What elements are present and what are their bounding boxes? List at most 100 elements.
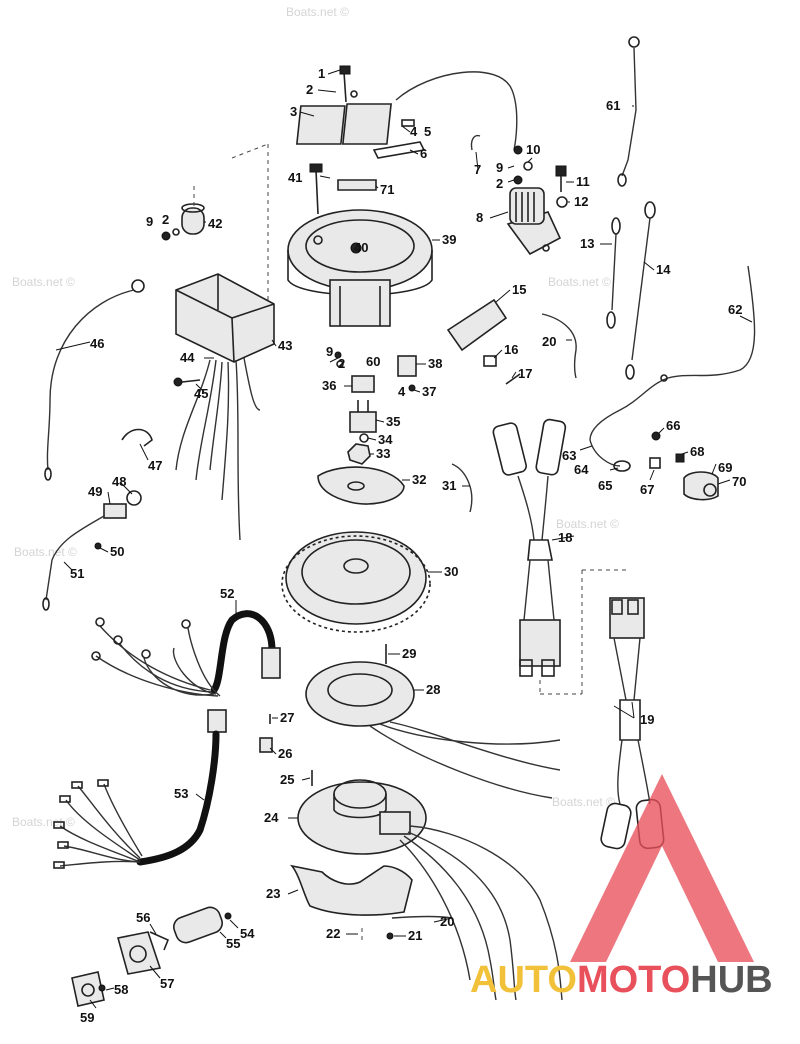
part-terminal-block [295,65,415,145]
callout-label: 28 [426,682,440,697]
callout-label: 51 [70,566,84,581]
callout-label: 39 [442,232,456,247]
callout-label: 25 [280,772,294,787]
parts [42,36,756,1007]
part-harness-19 [600,597,665,850]
part-bracket-23 [290,864,413,916]
part-terminal-strip [446,298,508,352]
part-harness-53 [53,730,220,869]
callout-label: 32 [412,472,426,487]
callout-label: 20 [440,914,454,929]
callout-label: 29 [402,646,416,661]
part-bolt-11 [555,165,567,177]
part-ground-wire-46 [44,279,145,481]
part-armature-plate [287,209,433,327]
callout-label: 7 [474,162,481,177]
part-block-38 [397,355,417,377]
callout-label: 5 [424,124,431,139]
callout-label: 70 [732,474,746,489]
callout-label: 12 [574,194,588,209]
callout-label: 64 [574,462,589,477]
part-cable-14 [625,201,656,380]
callout-label: 55 [226,936,240,951]
part-spacer-71 [337,179,377,191]
callout-label: 54 [240,926,255,941]
brand-logo: AUTOMOTOHUB [470,774,773,1001]
part-harness-52 [91,610,281,733]
part-rectifier [349,411,377,433]
callout-label: 30 [444,564,458,579]
callout-label: 4 [398,384,406,399]
callout-label: 9 [146,214,153,229]
callout-label: 40 [354,240,368,255]
callout-label: 47 [148,458,162,473]
callout-label: 61 [606,98,620,113]
watermarks: Boats.net © Boats.net © Boats.net © Boat… [12,5,619,829]
callout-label: 24 [264,810,279,825]
part-connector-48 [42,490,142,611]
callout-label: 49 [88,484,102,499]
callout-label: 2 [496,176,503,191]
callout-label: 15 [512,282,526,297]
callout-label: 45 [194,386,208,401]
part-bolt-41 [309,163,323,215]
watermark-text: Boats.net © [552,795,615,809]
callout-labels: 1 2 3 4 5 6 7 8 9 10 11 12 13 14 15 16 1… [70,66,746,1025]
callout-label: 11 [576,174,590,189]
callout-label: 41 [288,170,302,185]
part-wire-20 [541,313,577,379]
callout-label: 2 [338,356,345,371]
part-timer-base-24 [297,779,563,1001]
part-cable-61 [617,36,640,187]
part-washer-12 [556,196,568,208]
callout-label: 60 [366,354,380,369]
callout-label: 35 [386,414,400,429]
callout-label: 50 [110,544,124,559]
callout-label: 38 [428,356,442,371]
callout-label: 37 [422,384,436,399]
callout-label: 10 [526,142,540,157]
watermark-text: Boats.net © [14,545,77,559]
part-key-switch-group [589,431,719,501]
callout-label: 68 [690,444,704,459]
callout-label: 16 [504,342,518,357]
callout-label: 17 [518,366,532,381]
callout-label: 18 [558,530,572,545]
callout-label: 58 [114,982,128,997]
callout-label: 4 [410,124,418,139]
callout-label: 14 [656,262,671,277]
brand-text-auto: AUTOMOTOHUB [470,959,773,1001]
callout-label: 2 [306,82,313,97]
callout-label: 59 [80,1010,94,1025]
callout-label: 9 [496,160,503,175]
callout-label: 20 [542,334,556,349]
callout-label: 23 [266,886,280,901]
part-power-pack [173,273,275,541]
leader-lines [55,69,753,1009]
callout-label: 3 [290,104,297,119]
callout-label: 34 [378,432,393,447]
callout-label: 22 [326,926,340,941]
callout-label: 48 [112,474,126,489]
callout-label: 56 [136,910,150,925]
callout-label: 9 [326,344,333,359]
part-retainer-strip [372,141,426,159]
callout-label: 6 [420,146,427,161]
callout-label: 1 [318,66,325,81]
callout-label: 57 [160,976,174,991]
part-wire-62 [589,265,756,441]
callout-label: 19 [640,712,654,727]
watermark-text: Boats.net © [286,5,349,19]
part-lead-wire-7 [395,71,518,151]
part-timer-base [317,466,405,505]
part-clip-47 [121,428,153,447]
callout-label: 44 [180,350,195,365]
callout-label: 27 [280,710,294,725]
callout-label: 8 [476,210,483,225]
callout-label: 67 [640,482,654,497]
callout-label: 42 [208,216,222,231]
callout-label: 62 [728,302,742,317]
callout-label: 66 [666,418,680,433]
brand-triangle [570,774,754,962]
